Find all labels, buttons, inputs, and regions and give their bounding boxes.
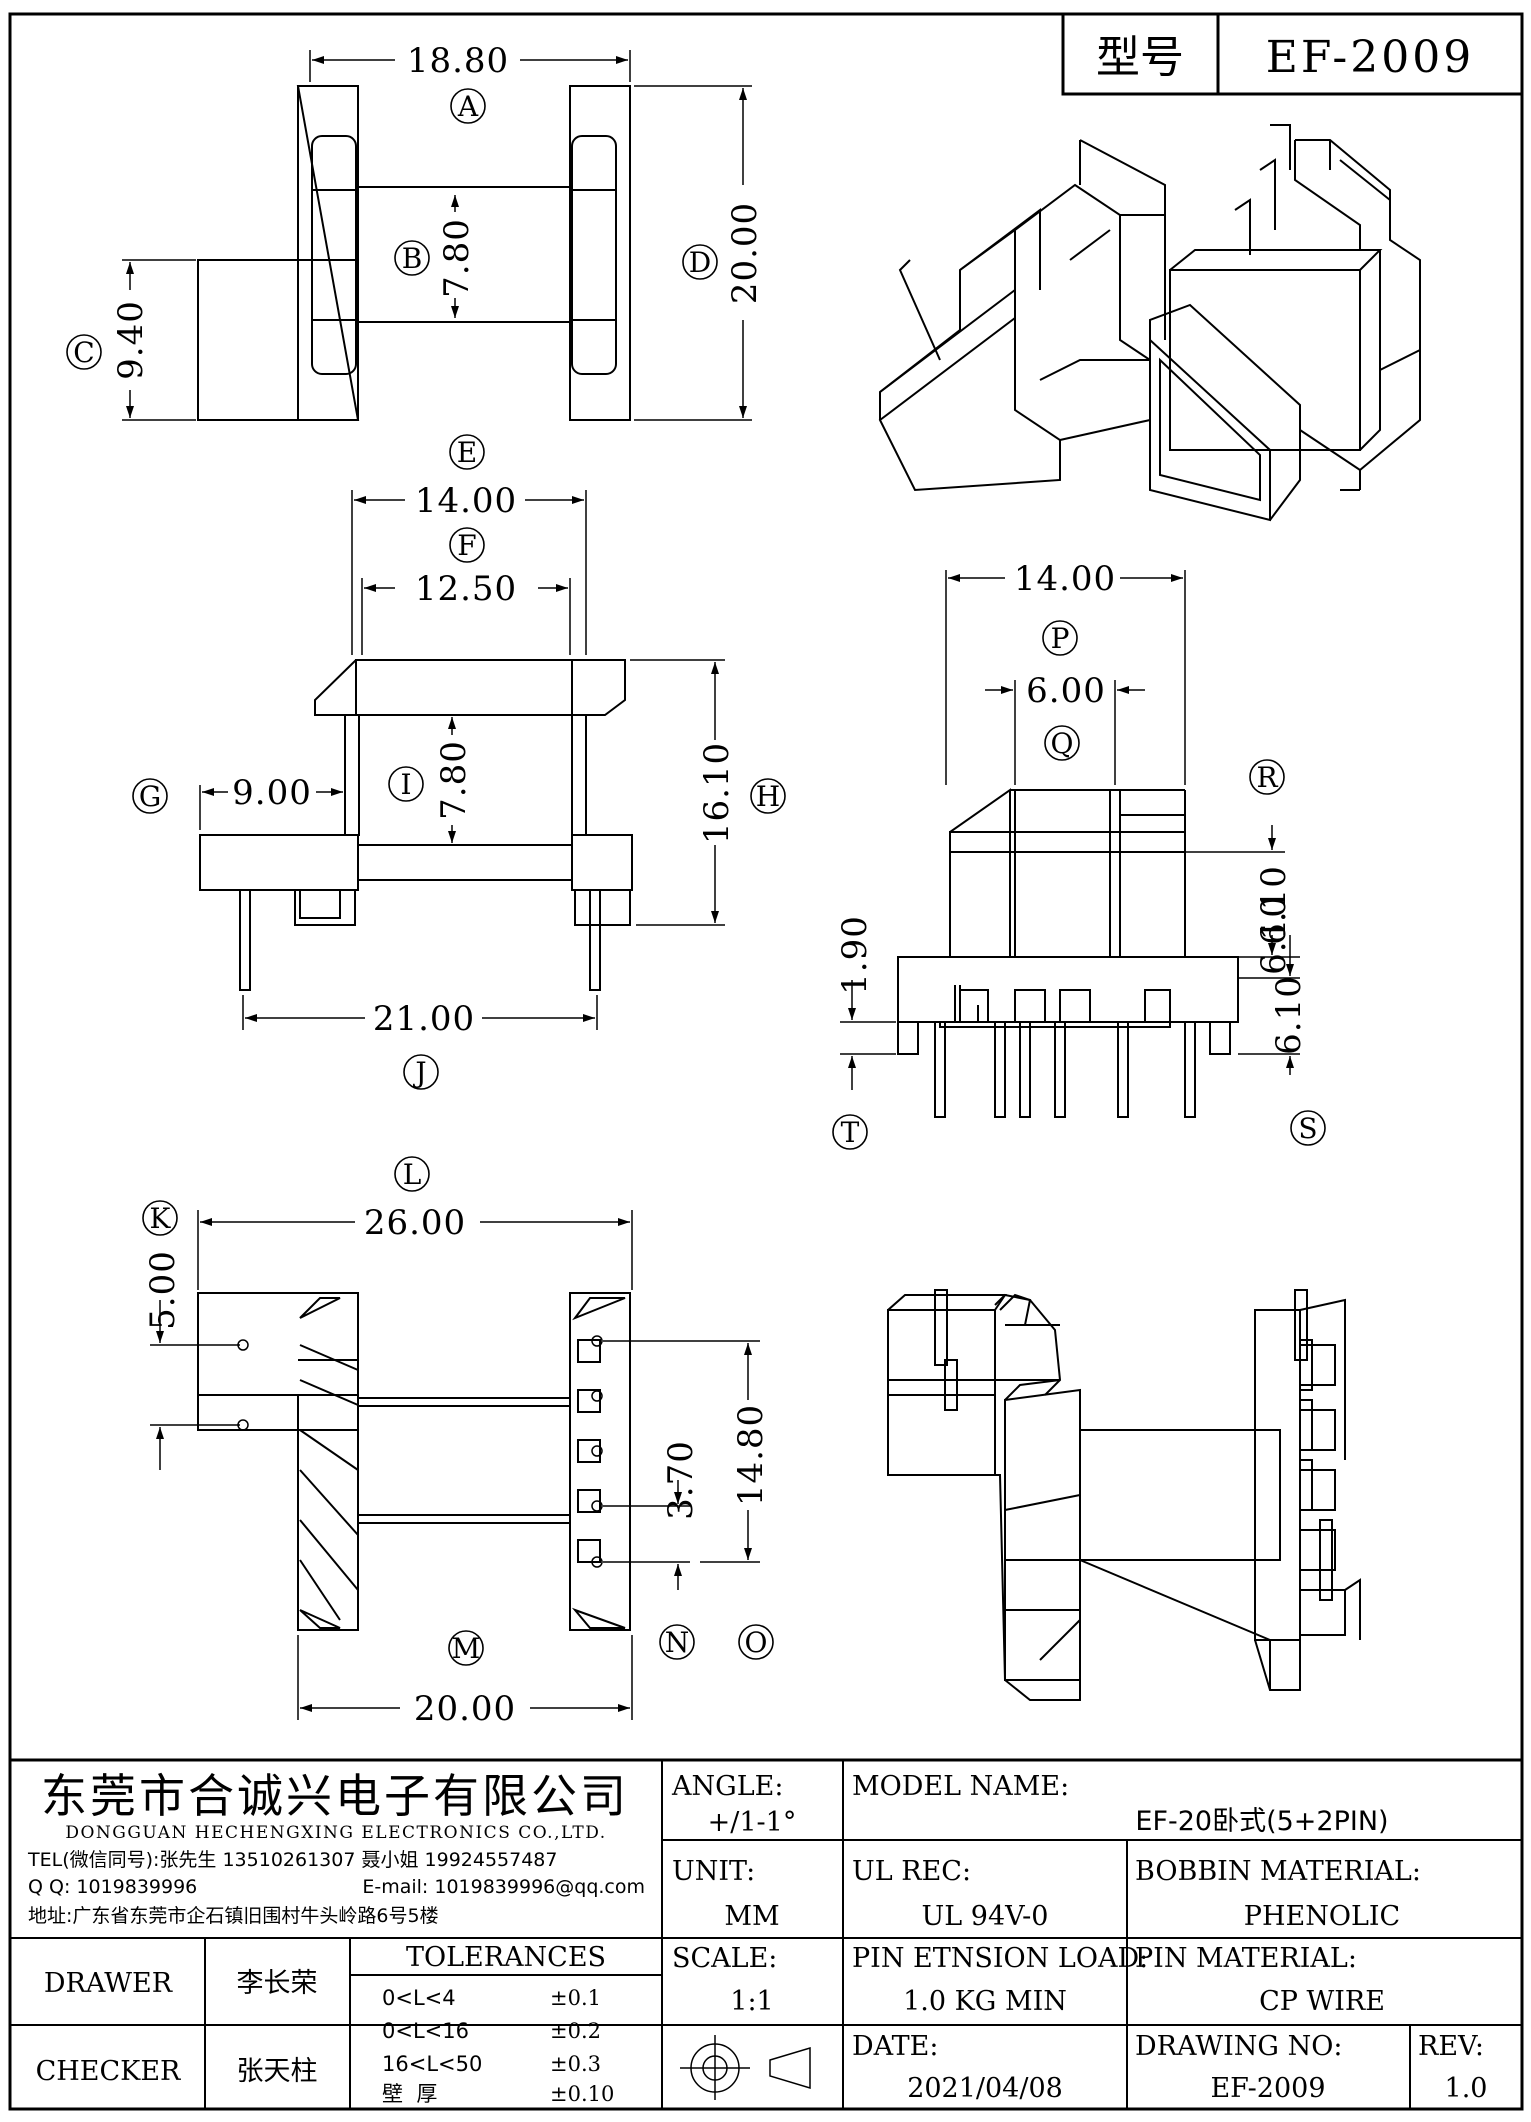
drawer-value: 李长荣	[237, 1968, 318, 1999]
label-h: H	[756, 780, 780, 813]
label-b: B	[402, 242, 423, 275]
label-m: M	[452, 1632, 481, 1665]
bobbin-material-value: PHENOLIC	[1244, 1901, 1400, 1932]
front-view: 14.00 E 12.50 F 9.00 G 16.10 H 7.80 I	[132, 434, 786, 1090]
company-address: 地址:广东省东莞市企石镇旧围村牛头岭路6号5楼	[28, 1905, 439, 1927]
projection-symbol	[680, 2035, 811, 2100]
dim-f-value: 12.50	[415, 569, 517, 609]
date-value: 2021/04/08	[907, 2073, 1063, 2104]
checker-label: CHECKER	[36, 2056, 181, 2087]
dim-n-value: 3.70	[661, 1440, 701, 1520]
dim-d-value: 20.00	[725, 202, 765, 304]
dim-b-value: 7.80	[437, 218, 477, 298]
dim-k-value: 5.00	[143, 1250, 183, 1330]
dim-o-value: 14.80	[731, 1404, 771, 1506]
dim-e-value: 14.00	[415, 481, 517, 521]
drawer-label: DRAWER	[44, 1968, 173, 1999]
drawing-no-label: DRAWING NO:	[1135, 2031, 1342, 2062]
tolerance-range: 壁 厚	[382, 2082, 437, 2106]
dim-j-value: 21.00	[373, 999, 475, 1039]
tolerance-range: 0<L<4	[382, 1986, 456, 2010]
model-name-label: MODEL NAME:	[852, 1771, 1069, 1802]
model-header-label: 型号	[1096, 32, 1184, 83]
title-block: 东莞市合诚兴电子有限公司 DONGGUAN HECHENGXING ELECTR…	[10, 1758, 1522, 2109]
label-t: T	[841, 1116, 860, 1149]
model-header: 型号 EF-2009	[1061, 12, 1524, 96]
date-label: DATE:	[852, 2031, 938, 2062]
company-email: E-mail: 1019839996@qq.com	[362, 1876, 645, 1898]
tolerance-table: 0<L<4 ±0.1 0<L<16 ±0.2 16<L<50 ±0.3 壁 厚 …	[382, 1986, 614, 2106]
label-l: L	[403, 1158, 422, 1191]
company-name-cn: 东莞市合诚兴电子有限公司	[41, 1769, 629, 1823]
pin-load-label: PIN ETNSION LOAD:	[852, 1943, 1148, 1974]
dim-t-value: 1.90	[835, 915, 875, 995]
rev-label: REV:	[1418, 2031, 1484, 2062]
ul-value: UL 94V-0	[922, 1901, 1049, 1932]
unit-value: MM	[724, 1901, 779, 1932]
label-q: Q	[1051, 727, 1074, 760]
dim-h-value: 16.10	[697, 742, 737, 844]
tolerance-value: ±0.3	[550, 2052, 601, 2076]
angle-label: ANGLE:	[671, 1771, 783, 1802]
side-view: 14.00 P 6.00 Q R 6.10 6.10 6.10 S 1.90 T	[832, 559, 1326, 1150]
company-name-en: DONGGUAN HECHENGXING ELECTRONICS CO.,LTD…	[65, 1823, 606, 1843]
page-frame	[8, 12, 1524, 2111]
dim-p-value: 14.00	[1014, 559, 1116, 599]
tolerance-value: ±0.2	[550, 2019, 601, 2043]
pin-material-label: PIN MATERIAL:	[1135, 1943, 1357, 1974]
dim-l-value: 26.00	[364, 1203, 466, 1243]
label-o: O	[745, 1626, 768, 1659]
scale-value: 1:1	[730, 1986, 773, 2017]
isometric-view-bottom	[887, 1289, 1361, 1701]
angle-value: +/1-1°	[708, 1807, 797, 1838]
label-k: K	[150, 1202, 172, 1235]
pin-material-value: CP WIRE	[1259, 1986, 1385, 2017]
pin-load-value: 1.0 KG MIN	[903, 1986, 1067, 2017]
tolerance-range: 0<L<16	[382, 2019, 469, 2043]
model-name-value: EF-20卧式(5+2PIN)	[1135, 1806, 1388, 1837]
dim-i-value: 7.80	[434, 740, 474, 820]
dim-g-value: 9.00	[232, 773, 312, 813]
model-header-value: EF-2009	[1266, 32, 1475, 83]
dim-c-value: 9.40	[111, 300, 151, 380]
drawing-no-value: EF-2009	[1210, 2073, 1325, 2104]
checker-value: 张天柱	[237, 2056, 318, 2087]
dim-a-value: 18.80	[407, 41, 509, 81]
dim-m-value: 20.00	[414, 1689, 516, 1729]
dim-r1-value: 6.10	[1254, 865, 1294, 945]
label-r: R	[1256, 761, 1278, 794]
rev-value: 1.0	[1445, 2073, 1488, 2104]
ul-label: UL REC:	[852, 1856, 971, 1887]
company-qq: Q Q: 1019839996	[28, 1876, 197, 1898]
label-a: A	[457, 90, 479, 123]
label-s: S	[1298, 1112, 1317, 1145]
dim-r2-value: 6.10	[1254, 895, 1294, 975]
dim-q-value: 6.00	[1026, 671, 1106, 711]
label-n: N	[665, 1626, 690, 1659]
tolerances-label: TOLERANCES	[406, 1942, 606, 1973]
tolerance-value: ±0.1	[550, 1986, 601, 2010]
label-e: E	[457, 436, 477, 469]
label-p: P	[1051, 622, 1070, 655]
label-d: D	[689, 246, 711, 279]
label-c: C	[73, 336, 94, 369]
label-f: F	[457, 529, 476, 562]
dim-r3-value: 6.10	[1269, 975, 1309, 1055]
label-j: J	[412, 1056, 426, 1089]
scale-label: SCALE:	[672, 1943, 777, 1974]
label-g: G	[139, 780, 161, 813]
unit-label: UNIT:	[672, 1856, 755, 1887]
bobbin-material-label: BOBBIN MATERIAL:	[1135, 1856, 1421, 1887]
bottom-view: 26.00 L K 5.00 3.70 N 14.80 O 20.00 M	[142, 1156, 774, 1729]
label-i: I	[400, 768, 411, 801]
tolerance-range: 16<L<50	[382, 2052, 482, 2076]
isometric-view-top	[878, 124, 1421, 522]
company-tel: TEL(微信同号):张先生 13510261307 聂小姐 1992455748…	[27, 1849, 558, 1871]
tolerance-value: ±0.10	[550, 2082, 614, 2106]
top-view: 18.80 A 7.80 B 9.40 C 20.00 D	[66, 41, 765, 421]
